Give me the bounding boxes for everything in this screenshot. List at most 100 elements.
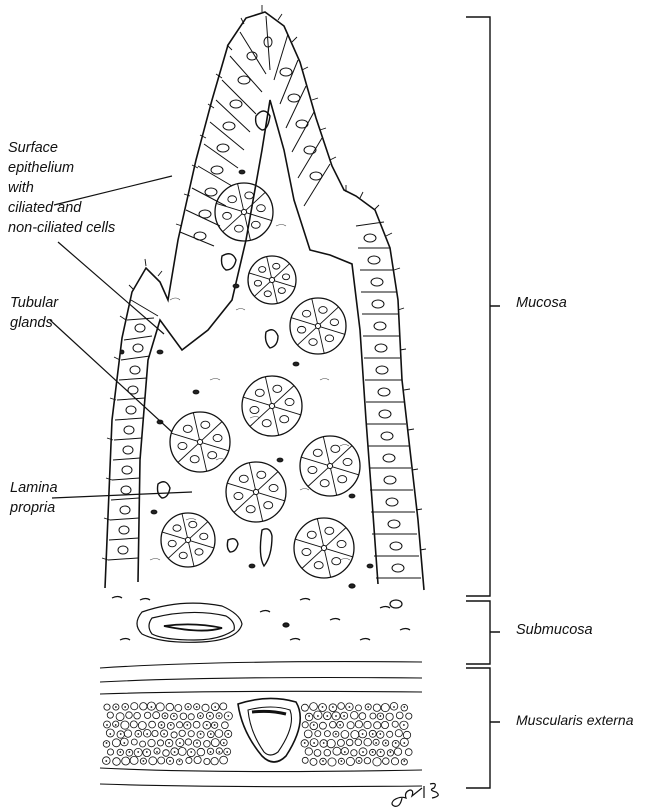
muscularis-bracket [466, 668, 500, 788]
muscle-nucleus [372, 751, 374, 753]
muscle-fibre [356, 705, 362, 711]
muscle-fibre [107, 749, 113, 755]
gland [294, 518, 354, 578]
muscle-fibre [359, 713, 366, 720]
muscle-fibre [305, 713, 313, 721]
muscle-fibre [121, 721, 129, 729]
muscle-nucleus [109, 733, 111, 735]
muscle-fibre [204, 741, 211, 748]
muscle-nucleus [169, 760, 171, 762]
blood-vessels [158, 111, 279, 566]
muscle-nucleus [106, 724, 108, 726]
muscle-fibre [406, 713, 412, 719]
muscle-fibre [392, 740, 399, 747]
stromal-fibres [150, 225, 350, 561]
muscle-nucleus [322, 706, 324, 708]
muscle-fibre [351, 712, 359, 720]
muscle-fibre [177, 722, 183, 728]
muscle-nucleus [403, 760, 405, 762]
muscle-fibre [324, 731, 330, 737]
muscle-fibre [120, 738, 128, 746]
muscle-nucleus [163, 733, 165, 735]
mucosa-label: Mucosa [516, 293, 567, 313]
muscle-fibre [124, 730, 131, 737]
muscle-fibre [337, 739, 344, 746]
muscle-fibre [341, 731, 349, 739]
muscle-nucleus [137, 751, 139, 753]
muscle-fibre [222, 722, 229, 729]
muscle-fibre [333, 747, 341, 755]
muscle-fibre [396, 712, 403, 719]
muscle-fibre [106, 729, 114, 737]
muscle-fibre [126, 712, 133, 719]
muscle-nucleus [200, 715, 202, 717]
muscle-fibre [330, 721, 337, 728]
muscle-nucleus [137, 733, 139, 735]
muscle-fibre [185, 739, 191, 745]
muscle-fibre [180, 713, 187, 720]
label-line: with [8, 178, 115, 198]
muscle-fibre [387, 731, 393, 737]
muscle-nucleus [115, 724, 117, 726]
label-line: Surface [8, 138, 115, 158]
muscle-nucleus [146, 733, 148, 735]
muscle-nucleus [335, 715, 337, 717]
muscle-nucleus [143, 760, 145, 762]
mucosa-bracket [466, 17, 500, 596]
cilia [102, 5, 426, 560]
muscle-nucleus [146, 751, 148, 753]
muscle-nucleus [210, 733, 212, 735]
muscle-fibre [328, 758, 336, 766]
muscle-fibre [122, 757, 130, 765]
muscle-nucleus [196, 742, 198, 744]
submucosa-label: Submucosa [516, 620, 593, 640]
muscle-nucleus [156, 751, 158, 753]
muscle-fibre [351, 750, 357, 756]
muscle-fibre [188, 714, 194, 720]
muscle-nucleus [223, 742, 225, 744]
muscle-fibre [302, 722, 308, 728]
muscle-fibre [211, 739, 219, 747]
muscle-nucleus [385, 742, 387, 744]
muscle-fibre [113, 721, 119, 727]
muscle-fibre [166, 703, 174, 711]
muscle-fibre [377, 749, 385, 757]
muscle-nucleus [332, 706, 334, 708]
muscle-fibre [346, 757, 354, 765]
muscle-nucleus [380, 751, 382, 753]
muscle-fibre [202, 704, 209, 711]
muscle-fibre [346, 739, 353, 746]
muscle-fibre [387, 750, 393, 756]
muscle-nucleus [161, 724, 163, 726]
muscle-nucleus [173, 715, 175, 717]
muscle-fibre [403, 731, 410, 738]
muscle-fibre [364, 758, 370, 764]
label-line: non-ciliated cells [8, 218, 115, 238]
muscle-fibre [116, 713, 124, 721]
muscle-fibre [144, 712, 150, 718]
muscle-fibre [351, 731, 359, 739]
muscle-fibre [324, 749, 331, 756]
tubular-glands-leader [50, 320, 172, 432]
muscle-fibre [130, 756, 138, 764]
submucosa-layer [112, 584, 410, 642]
muscle-nucleus [375, 742, 377, 744]
muscle-fibre [374, 722, 381, 729]
muscle-nucleus [403, 742, 405, 744]
muscle-fibre [194, 756, 201, 763]
label-line: epithelium [8, 158, 115, 178]
muscle-fibre [134, 712, 141, 719]
muscle-fibre [355, 739, 362, 746]
muscle-fibre [154, 748, 160, 754]
muscle-fibre [301, 704, 308, 711]
muscle-fibre [364, 721, 371, 728]
muscle-fibre [220, 756, 228, 764]
muscle-nucleus [380, 715, 382, 717]
muscle-nucleus [335, 733, 337, 735]
muscle-fibre [197, 748, 205, 756]
muscle-nucleus [362, 751, 364, 753]
surface-epithelium-leader-2 [58, 242, 164, 334]
muscle-fibre [152, 730, 158, 736]
muscle-fibre [163, 750, 170, 757]
